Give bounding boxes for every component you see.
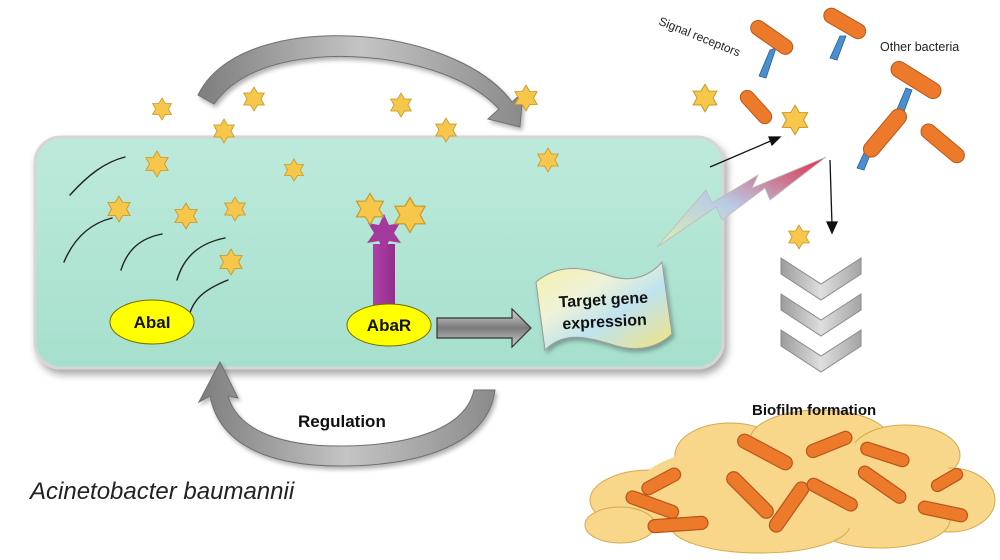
signal-molecule [788,224,810,250]
biofilm-formation-label: Biofilm formation [752,402,877,419]
abai-oval [109,299,195,345]
signal-bolt [656,156,827,248]
target-gene-banner [535,260,673,352]
biofilm-bacteria [625,430,969,534]
signal-arrows [709,136,839,235]
bacterium [739,89,773,125]
signal-molecule [152,97,172,121]
expression-arrow [436,307,532,349]
biofilm-chevrons [780,257,862,373]
other-bacteria [739,7,965,171]
abai-label: AbaI [133,313,171,332]
species-label: Acinetobacter baumannii [30,478,295,505]
signal-molecule [243,86,265,112]
bottom-cycle-arrow [197,360,496,467]
abar-oval [346,303,432,347]
signal-molecule [692,83,718,113]
abar-label: AbaR [366,316,412,335]
bacterium-with-receptor [856,108,907,171]
top-cycle-arrow [197,35,524,128]
target-gene-expression-label: Target gene expression [558,289,649,334]
bacterium-with-receptor [750,19,794,79]
biofilm-cloud [584,409,996,554]
bacterium-with-receptor [890,60,942,118]
abar-receptor [367,214,401,314]
signal-molecule [781,104,809,136]
bacterium-with-receptor [823,7,867,61]
other-bacteria-label: Other bacteria [880,40,960,54]
signal-molecule [390,92,412,118]
bacterium [920,123,965,164]
regulation-label: Regulation [298,412,386,431]
